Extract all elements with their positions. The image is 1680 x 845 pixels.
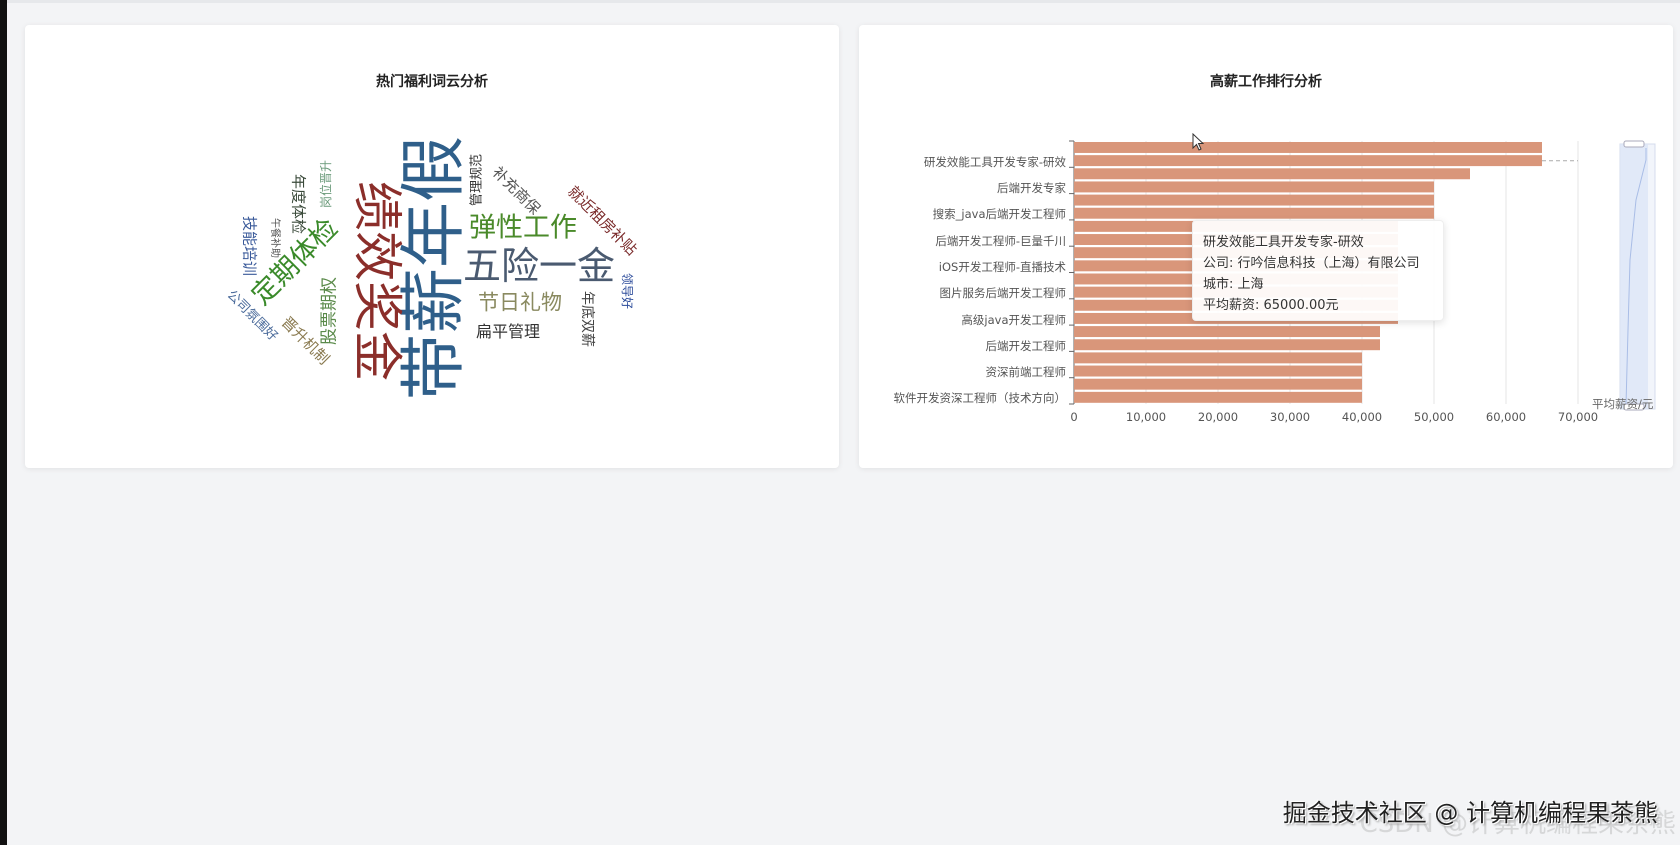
y-tick-label: 高级java开发工程师: [961, 312, 1066, 327]
wordcloud-word: 弹性工作: [469, 212, 577, 244]
tooltip-company: 公司: 行吟信息科技（上海）有限公司: [1203, 256, 1420, 271]
y-tick-label: 资深前端工程师: [985, 365, 1067, 380]
bar: [1074, 391, 1362, 403]
bar: [1074, 155, 1542, 167]
x-tick-label: 40,000: [1341, 410, 1383, 424]
bar: [1074, 181, 1434, 193]
tooltip-title: 研发效能工具开发专家-研效: [1203, 235, 1364, 250]
bar: [1074, 339, 1380, 351]
y-tick-label: 研发效能工具开发专家-研效: [923, 154, 1066, 169]
bar: [1074, 352, 1362, 364]
y-tick-label: 图片服务后端开发工程师: [939, 286, 1067, 301]
wordcloud-card: 热门福利词云分析: [25, 25, 839, 468]
mouse-cursor-icon: [1192, 133, 1205, 151]
salary-chart-title: 高薪工作排行分析: [1210, 74, 1322, 90]
y-tick-label: 软件开发资深工程师（技术方向）: [893, 391, 1067, 406]
x-tick-label: 30,000: [1269, 410, 1311, 424]
datazoom-handle-top: [1623, 140, 1645, 148]
bar-tooltip: 研发效能工具开发专家-研效 公司: 行吟信息科技（上海）有限公司 城市: 上海 …: [1192, 220, 1444, 321]
x-tick-label: 60,000: [1485, 410, 1527, 424]
datazoom-shadow: [1625, 148, 1647, 406]
wordcloud-word: 五险一金: [462, 244, 616, 288]
y-tick-label: 后端开发专家: [997, 181, 1066, 196]
datazoom-label: 平均薪资/元: [1592, 397, 1654, 411]
y-tick-label: iOS开发工程师-直播技术: [938, 259, 1066, 274]
tooltip-city: 城市: 上海: [1203, 277, 1264, 292]
x-tick-label: 70,000: [1557, 410, 1599, 424]
wordcloud-word: 扁平管理: [475, 322, 541, 341]
bar: [1074, 194, 1434, 206]
datazoom-selection: [1620, 144, 1648, 409]
x-tick-label: 0: [1070, 410, 1078, 424]
y-tick-label: 搜索_java后端开发工程师: [932, 207, 1066, 222]
bar: [1074, 326, 1380, 338]
x-tick-label: 20,000: [1197, 410, 1239, 424]
y-tick-label: 后端开发工程师-巨量千川: [935, 233, 1066, 248]
top-border: [7, 0, 1680, 3]
x-tick-label: 50,000: [1413, 410, 1455, 424]
wordcloud-title: 热门福利词云分析: [376, 74, 488, 90]
wordcloud-word: 节日礼物: [478, 290, 562, 315]
bar: [1074, 207, 1434, 219]
tooltip-salary: 平均薪资: 65000.00元: [1203, 298, 1339, 313]
window-edge: [0, 0, 7, 845]
watermark-faint: CSDN @计算机编程果茶熊: [1359, 809, 1676, 839]
y-tick-label: 后端开发工程师: [985, 338, 1067, 353]
x-tick-label: 10,000: [1125, 410, 1167, 424]
watermark: 掘金技术社区 @ 计算机编程果茶熊: [1282, 799, 1658, 827]
bar: [1074, 168, 1470, 180]
bar: [1074, 365, 1362, 377]
bar: [1074, 142, 1542, 153]
datazoom-handle-bottom: [1623, 403, 1645, 411]
bar: [1074, 378, 1362, 390]
